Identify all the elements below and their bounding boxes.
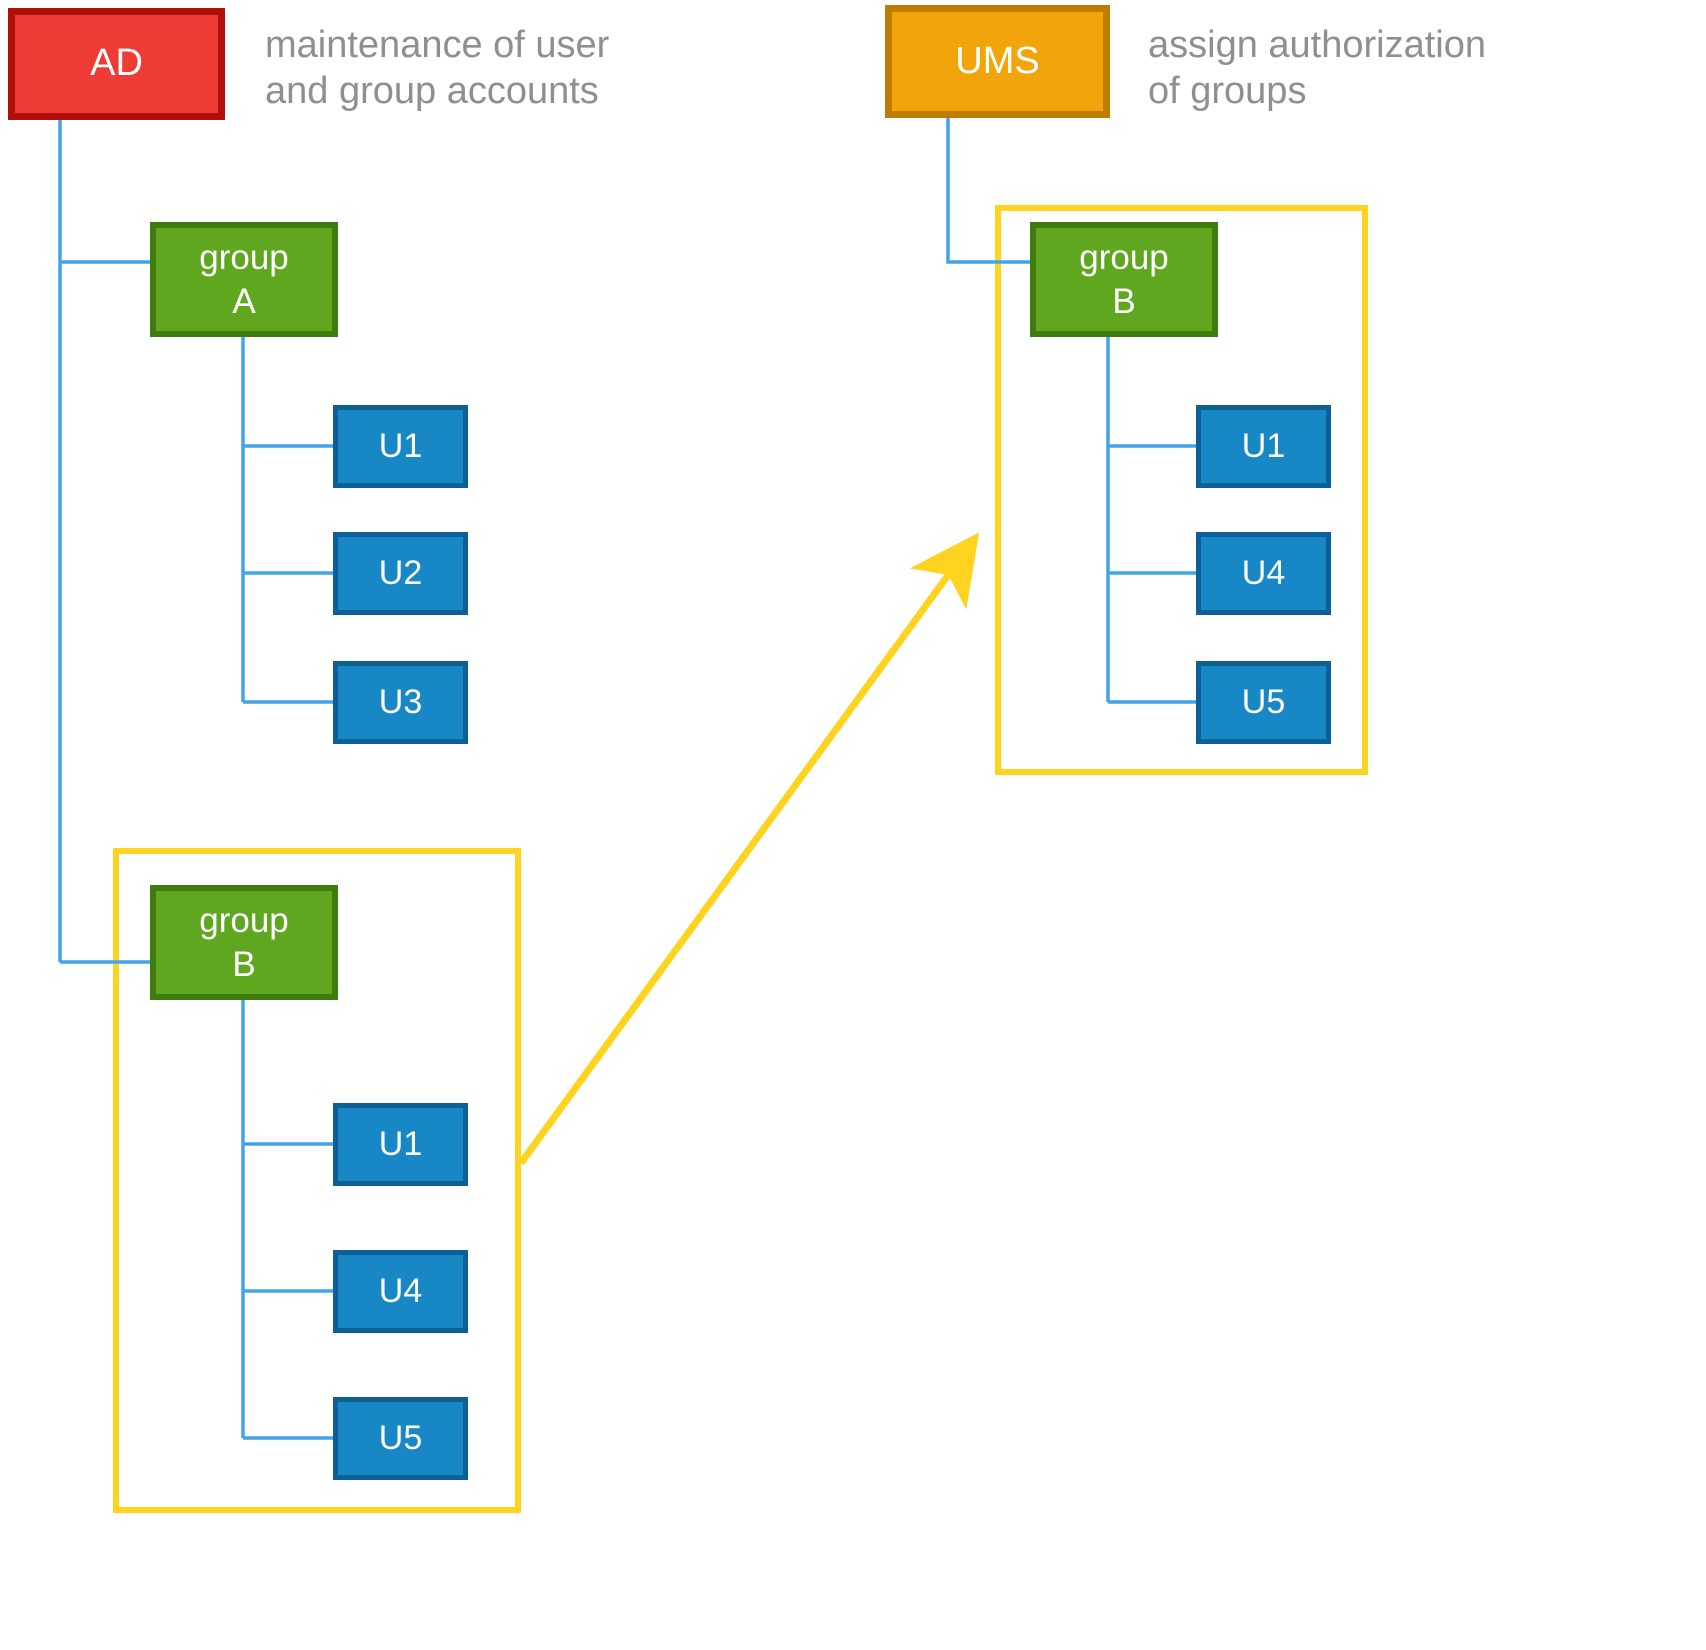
ad-caption: maintenance of user and group accounts — [265, 24, 610, 113]
group-b-target-user-u4: U4 — [1196, 532, 1331, 615]
group-b-target-node: group B — [1030, 222, 1218, 337]
group-b-source-user-u1: U1 — [333, 1103, 468, 1186]
ad-node: AD — [8, 8, 225, 120]
group-b-source-node: group B — [150, 885, 338, 1000]
group-a-user-u2: U2 — [333, 532, 468, 615]
group-b-target-user-u5: U5 — [1196, 661, 1331, 744]
group-b-target-user-u1: U1 — [1196, 405, 1331, 488]
group-b-source-user-u5: U5 — [333, 1397, 468, 1480]
assign-authorization-arrow — [518, 532, 980, 1166]
group-a-user-u3: U3 — [333, 661, 468, 744]
group-b-source-frame — [113, 848, 521, 1513]
group-a-node: group A — [150, 222, 338, 337]
group-b-source-user-u4: U4 — [333, 1250, 468, 1333]
group-a-user-u1: U1 — [333, 405, 468, 488]
ums-node: UMS — [885, 5, 1110, 118]
ums-caption: assign authorization of groups — [1148, 24, 1486, 113]
group-b-target-frame — [995, 205, 1368, 775]
